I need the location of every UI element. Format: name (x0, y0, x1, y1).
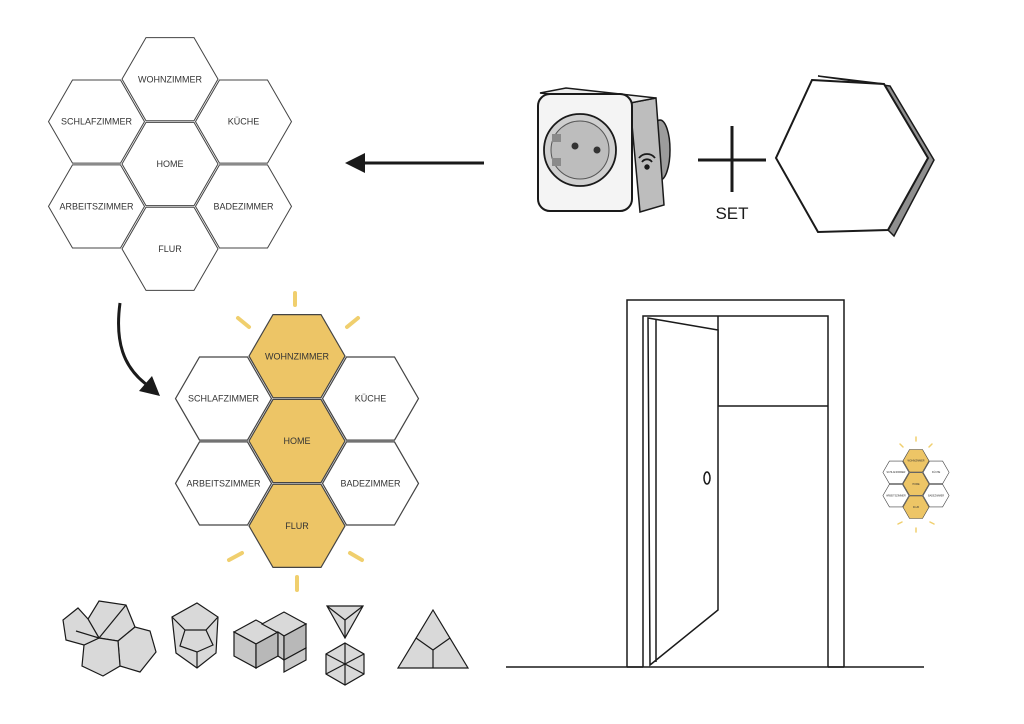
hex-label-arbeitszimmer: ARBEITSZIMMER (59, 202, 134, 212)
hex-wohnzimmer (248, 314, 346, 399)
hex-label-schlafzimmer: SCHLAFZIMMER (886, 471, 905, 474)
door-icon (506, 299, 924, 668)
smart-plug-icon (537, 87, 671, 213)
panel-shape-variants (62, 600, 470, 686)
room-hex-cluster-highlighted: WOHNZIMMER SCHLAFZIMMER KÜCHE HOME ARBEITSZI… (174, 314, 420, 569)
hex-arbeitszimmer (174, 441, 273, 526)
hex-label-wohnzimmer: WOHNZIMMER (138, 74, 202, 84)
hex-label-wohnzimmer: WOHNZIMMER (908, 460, 925, 463)
room-hex-cluster-top: WOHNZIMMER SCHLAFZIMMER KÜCHE HOME ARBEITSZI… (47, 37, 293, 291)
hex-flur (902, 495, 930, 519)
flower-shape-icon (62, 600, 157, 677)
triangle-hex-shape-icon (325, 605, 365, 686)
hex-label-home: HOME (157, 159, 184, 169)
mini-light-rays (897, 436, 935, 533)
light-ray (348, 551, 364, 562)
hex-wohnzimmer (902, 449, 930, 473)
hex-badezimmer (194, 164, 293, 249)
light-ray (899, 443, 904, 448)
hex-home (248, 398, 346, 484)
hex-label-kueche: KÜCHE (932, 471, 941, 474)
hex-arbeitszimmer (882, 483, 910, 508)
room-hex-cluster-mini: WOHNZIMMER SCHLAFZIMMER KÜCHE HOME ARBEITSZI… (882, 449, 950, 519)
hex-arbeitszimmer (47, 164, 146, 249)
hex-label-flur: FLUR (285, 521, 309, 531)
hex-label-home: HOME (284, 436, 311, 446)
hex-label-kueche: KÜCHE (228, 117, 260, 127)
hexagon-panel-icon (774, 75, 935, 238)
plus-icon (698, 126, 766, 192)
light-ray (227, 551, 244, 562)
hex-label-schlafzimmer: SCHLAFZIMMER (188, 394, 260, 404)
wifi-icon (638, 153, 656, 170)
hex-label-kueche: KÜCHE (355, 394, 387, 404)
hex-label-home: HOME (912, 483, 920, 486)
light-ray (897, 521, 903, 525)
hex-label-schlafzimmer: SCHLAFZIMMER (61, 117, 133, 127)
hex-label-arbeitszimmer: ARBEITSZIMMER (186, 479, 261, 489)
hex-home (902, 472, 930, 496)
light-ray (236, 316, 251, 329)
arrow-left-icon (345, 153, 484, 173)
set-label: SET (715, 204, 748, 223)
hex-schlafzimmer (882, 460, 910, 485)
hex-kueche (922, 460, 950, 485)
curved-arrow-icon (117, 302, 160, 396)
hex-kueche (321, 356, 420, 441)
hex-home (121, 121, 219, 207)
hex-flur (248, 483, 346, 569)
hex-label-wohnzimmer: WOHNZIMMER (265, 351, 329, 361)
gem-shape-icon (171, 602, 219, 669)
cubes-shape-icon (232, 611, 308, 674)
hex-schlafzimmer (47, 79, 146, 164)
triangle-shape-icon (396, 608, 470, 669)
hex-label-badezimmer: BADEZIMMER (340, 479, 401, 489)
light-ray (929, 521, 935, 525)
hex-badezimmer (922, 483, 950, 508)
hex-label-badezimmer: BADEZIMMER (213, 202, 274, 212)
hex-badezimmer (321, 441, 420, 526)
hex-label-arbeitszimmer: ARBEITSZIMMER (886, 494, 906, 497)
hex-schlafzimmer (174, 356, 273, 441)
hex-label-flur: FLUR (913, 506, 920, 509)
light-rays (227, 291, 364, 592)
hex-label-badezimmer: BADEZIMMER (928, 494, 944, 497)
light-ray (928, 443, 933, 448)
hex-kueche (194, 79, 293, 164)
hex-wohnzimmer (121, 37, 219, 122)
hex-flur (121, 206, 219, 291)
light-ray (345, 316, 360, 329)
hex-label-flur: FLUR (158, 244, 182, 254)
